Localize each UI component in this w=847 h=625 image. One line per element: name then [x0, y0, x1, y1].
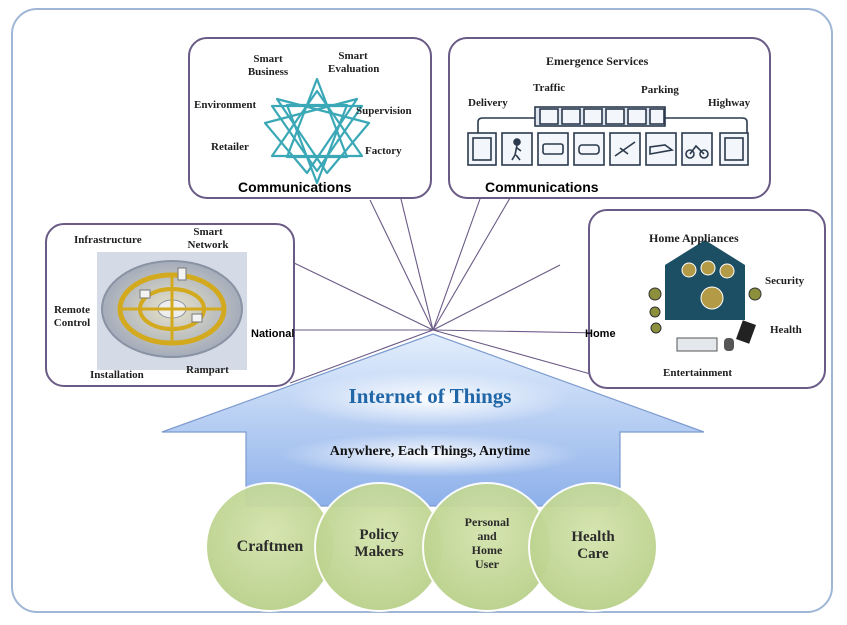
circle-label: Policy — [359, 527, 399, 543]
label-smart-network: Smart Network — [183, 226, 233, 252]
caption-national: National — [251, 328, 295, 340]
circle-craftmen: Craftmen — [222, 538, 318, 555]
label-factory: Factory — [365, 145, 402, 157]
label-delivery: Delivery — [468, 97, 508, 109]
home-graphic — [648, 240, 762, 352]
bubble-business — [188, 37, 432, 199]
iot-subtitle-glow — [280, 433, 580, 477]
transport-graphic — [467, 106, 749, 166]
label-parking: Parking — [641, 84, 679, 96]
circle-label: Care — [577, 546, 609, 562]
label-supervision: Supervision — [356, 105, 412, 117]
label-smart-business: Smart Business — [245, 53, 291, 79]
national-graphic — [97, 252, 247, 370]
caption-home: Home — [585, 328, 616, 340]
iot-title: Internet of Things — [348, 384, 512, 408]
circle-health-care: Health Care — [545, 529, 641, 563]
iot-title-glow — [290, 371, 570, 427]
circle-policy-makers: Policy Makers — [331, 527, 427, 561]
label-line: Remote — [53, 304, 91, 316]
label-installation: Installation — [90, 369, 144, 381]
circle-label: User — [475, 557, 499, 571]
label-health: Health — [770, 324, 802, 336]
circle-personal-home-user: Personal and Home User — [439, 515, 535, 571]
iot-subtitle: Anywhere, Each Things, Anytime — [329, 444, 531, 459]
label-line: Smart — [253, 53, 283, 65]
label-line: Smart — [193, 226, 223, 238]
label-retailer: Retailer — [211, 141, 249, 153]
star-graphic — [263, 77, 371, 185]
label-traffic: Traffic — [533, 82, 566, 94]
stakeholder-circles — [205, 482, 658, 612]
label-entertainment: Entertainment — [663, 367, 733, 379]
circle-label: and — [477, 529, 497, 543]
label-emergence-services: Emergence Services — [546, 54, 649, 68]
label-infrastructure: Infrastructure — [74, 234, 142, 246]
circle-label: Craftmen — [236, 538, 304, 555]
label-smart-evaluation: Smart Evaluation — [328, 50, 380, 76]
label-line: Business — [247, 66, 289, 78]
connector-lines — [275, 194, 613, 384]
label-highway: Highway — [708, 97, 751, 109]
circle-label: Makers — [354, 544, 404, 560]
label-security: Security — [765, 275, 805, 287]
circle-label: Health — [571, 529, 615, 545]
circle-label: Personal — [464, 515, 510, 529]
label-line: Network — [187, 239, 229, 251]
label-line: Smart — [338, 50, 368, 62]
label-environment: Environment — [194, 99, 257, 111]
label-line: Evaluation — [328, 63, 380, 75]
label-rampart: Rampart — [186, 364, 229, 376]
caption-business-communications: Communications — [238, 179, 352, 195]
caption-transport-communications: Communications — [485, 179, 599, 195]
label-home-appliances: Home Appliances — [649, 231, 739, 245]
label-line: Control — [53, 317, 91, 329]
circle-label: Home — [471, 543, 503, 557]
label-remote-control: Remote Control — [49, 304, 95, 330]
